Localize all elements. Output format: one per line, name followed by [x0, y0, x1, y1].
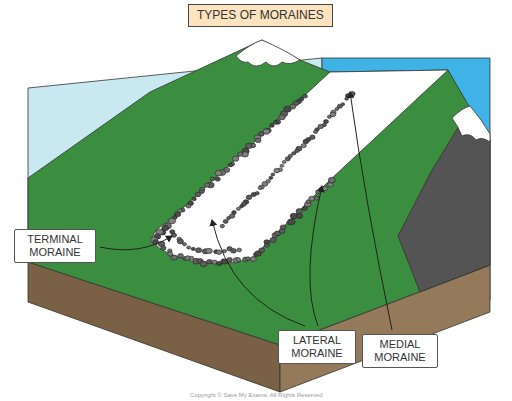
- moraine-stone: [328, 177, 335, 183]
- moraine-stone: [186, 204, 191, 208]
- moraine-stone: [250, 257, 256, 262]
- moraine-stone: [246, 195, 252, 199]
- moraine-stone: [237, 248, 242, 252]
- moraine-stone: [279, 115, 286, 120]
- glacier: [152, 70, 448, 263]
- moraine-stone: [238, 152, 243, 156]
- moraine-stone: [309, 196, 315, 201]
- moraine-stone: [171, 255, 177, 260]
- moraine-stone: [296, 213, 302, 218]
- moraine-stone: [210, 177, 215, 181]
- label-box: LATERAL MORAINE: [278, 330, 356, 364]
- moraine-stone: [264, 240, 270, 244]
- moraine-stone: [232, 156, 239, 161]
- moraine-stone: [207, 260, 213, 264]
- moraine-stone: [227, 217, 231, 220]
- moraine-stone: [196, 248, 202, 253]
- valley-terrain: [28, 40, 490, 345]
- moraine-stone: [282, 160, 286, 163]
- moraine-stone: [205, 183, 210, 187]
- moraine-stone: [236, 258, 241, 262]
- moraine-stone: [259, 248, 265, 253]
- moraine-stone: [335, 107, 339, 110]
- moraine-stone: [161, 246, 166, 250]
- copyright-note: Copyright © Save My Exams. All Rights Re…: [190, 392, 322, 399]
- moraine-stone: [303, 139, 309, 143]
- moraine-stone: [220, 224, 224, 228]
- moraine-stone: [228, 163, 233, 167]
- leader-line: [350, 92, 392, 330]
- moraine-stone: [245, 143, 252, 148]
- moraine-stone: [270, 238, 276, 243]
- moraine-stone: [183, 243, 187, 246]
- moraine-stone: [258, 186, 262, 189]
- moraine-stone: [215, 171, 222, 176]
- moraine-stones: [150, 92, 355, 267]
- moraine-stone: [246, 257, 251, 261]
- snow-cap: [452, 106, 490, 142]
- moraine-stone: [271, 173, 275, 176]
- moraine-stone: [301, 144, 306, 148]
- moraine-stone: [296, 209, 302, 214]
- moraine-stone: [324, 120, 329, 124]
- moraine-stone: [259, 185, 264, 189]
- moraine-stone: [251, 192, 256, 196]
- moraine-stone: [206, 248, 213, 253]
- moraine-stone: [255, 138, 261, 143]
- moraine-stone: [345, 97, 349, 100]
- moraine-stone: [216, 250, 222, 254]
- moraine-stone: [240, 205, 244, 208]
- label-text: TERMINAL MORAINE: [19, 233, 91, 259]
- moraine-stone: [192, 197, 196, 201]
- moraine-stone: [178, 254, 184, 258]
- moraine-stone: [327, 115, 331, 118]
- moraine-stone: [274, 168, 280, 173]
- moraine-stone: [227, 258, 232, 262]
- moraine-stone: [195, 192, 201, 197]
- moraine-stone: [171, 233, 176, 237]
- leader-line: [310, 186, 322, 326]
- moraine-stone: [314, 196, 319, 200]
- moraine-stone: [322, 186, 328, 191]
- moraine-stone: [215, 177, 220, 181]
- moraine-stone: [223, 219, 228, 223]
- moraine-stone: [187, 246, 191, 249]
- moraine-stone: [270, 124, 275, 128]
- moraine-stone: [200, 261, 207, 267]
- moraine-stone: [285, 157, 290, 161]
- moraine-stone: [269, 176, 273, 179]
- moraine-stone: [233, 258, 240, 264]
- moraine-stone: [191, 247, 195, 250]
- label-box: TERMINAL MORAINE: [14, 229, 96, 263]
- moraine-stone: [292, 152, 296, 155]
- leader-line: [212, 220, 305, 326]
- moraine-stone: [236, 207, 240, 210]
- moraine-stone: [280, 225, 286, 230]
- diagram-title: TYPES OF MORAINES: [188, 4, 333, 27]
- leader-line: [100, 236, 172, 250]
- label-text: MEDIAL MORAINE: [367, 338, 433, 364]
- label-box: MEDIAL MORAINE: [362, 334, 438, 368]
- moraine-stone: [313, 130, 317, 133]
- moraine-stone: [280, 164, 284, 167]
- snow-cap: [236, 40, 300, 66]
- moraine-stone: [288, 219, 295, 225]
- moraine-stone: [231, 249, 237, 254]
- label-text: LATERAL MORAINE: [283, 334, 351, 360]
- moraine-stone: [328, 183, 334, 187]
- moraine-stone: [274, 120, 279, 124]
